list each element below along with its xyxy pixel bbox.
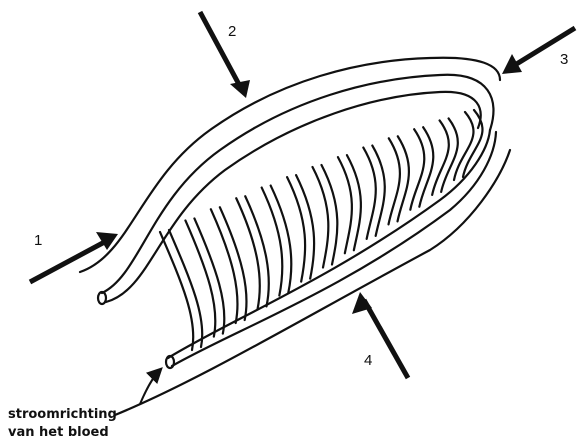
lamella: [262, 186, 292, 296]
lamella: [338, 155, 361, 253]
arrow-2: [200, 12, 250, 98]
outer-lower-wall: [115, 150, 510, 415]
lamella: [432, 118, 458, 194]
lamella: [313, 165, 338, 268]
lamella: [389, 136, 409, 224]
lamella: [410, 127, 433, 210]
label-arrow-1: 1: [34, 232, 42, 249]
lamella: [236, 196, 269, 309]
lamella: [211, 207, 247, 323]
afferent-vessel-inner: [106, 92, 481, 302]
lamellae: [160, 110, 482, 350]
label-arrow-3: 3: [560, 51, 568, 68]
arrow-icon: [230, 80, 250, 98]
label-arrow-2: 2: [228, 23, 236, 40]
caption-line-1: stroomrichting: [8, 407, 117, 422]
arrow-4: [352, 292, 408, 378]
lamella: [363, 146, 384, 239]
caption-line-2: van het bloed: [8, 425, 109, 440]
label-arrow-4: 4: [364, 352, 372, 369]
